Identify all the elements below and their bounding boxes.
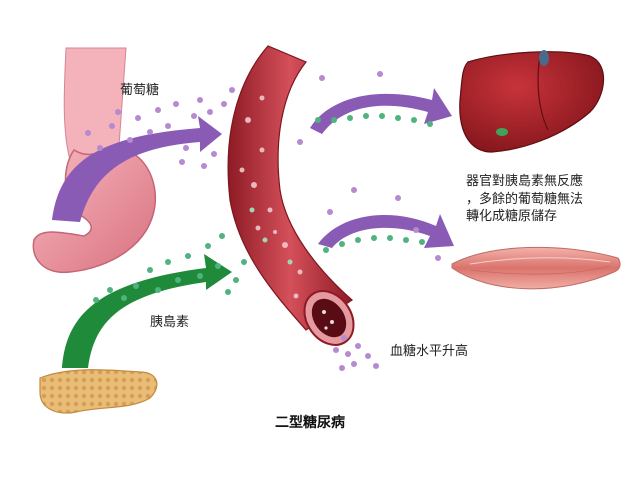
high-blood-sugar-label: 血糖水平升高 (390, 344, 469, 359)
glucose-label: 葡萄糖 (120, 83, 160, 98)
stomach-illustration (32, 47, 156, 274)
insulin-label: 胰島素 (150, 315, 190, 330)
glucose-molecules (85, 71, 441, 371)
insulin-arrow-to-vessel (62, 254, 232, 368)
glucose-arrow-to-liver (310, 88, 452, 134)
insulin-molecules (93, 113, 433, 303)
muscle-illustration (451, 246, 621, 290)
diagram-title: 二型糖尿病 (275, 415, 345, 431)
organ-resistance-note: 器官對胰島素無反應 ，多餘的葡萄糖無法 轉化成糖原儲存 (466, 173, 583, 226)
glucose-arrow-to-vessel (52, 116, 222, 222)
liver-illustration (459, 50, 605, 153)
glucose-arrow-to-muscle (318, 214, 454, 248)
pancreas-illustration (39, 369, 158, 414)
note-line-1: 器官對胰島素無反應 (466, 174, 584, 189)
note-line-2: ，多餘的葡萄糖無法 (466, 191, 584, 207)
note-line-3: 轉化成糖原儲存 (466, 209, 558, 225)
blood-vessel-illustration (227, 45, 355, 346)
